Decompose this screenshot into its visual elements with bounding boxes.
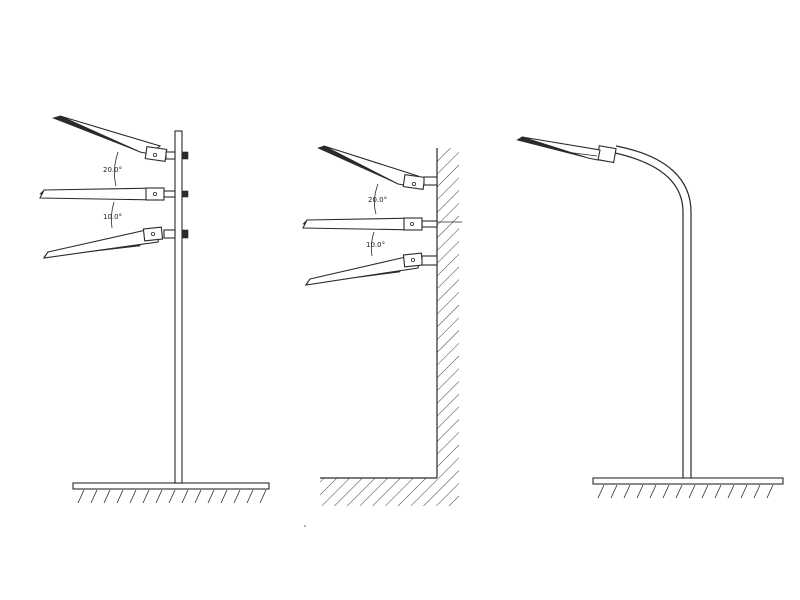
ground-pad: [592, 477, 784, 499]
wall-mount-diagram: 20.0° 10.0°: [302, 145, 462, 506]
lamp-bottom: [42, 226, 189, 259]
arm-mount-diagram: [516, 136, 784, 499]
angle-label-bottom: 10.0°: [103, 213, 122, 221]
curved-pole: [614, 152, 684, 478]
wall: [437, 148, 459, 506]
ground-strip: [320, 477, 437, 506]
lamp-middle: [302, 217, 438, 231]
pole-mount-diagram: 20.0° 10.0°: [39, 115, 270, 504]
lamp-middle: [39, 187, 189, 201]
ground-hatch: [77, 489, 267, 504]
angle-label-top: 20.0°: [368, 196, 387, 204]
ground-pad: [72, 482, 270, 504]
angle-label-bottom: 10.0°: [366, 241, 385, 249]
lamp-top: [317, 145, 438, 190]
lamp-top: [52, 115, 189, 162]
angle-label-top: 20.0°: [103, 166, 122, 174]
lamp-head: [516, 136, 601, 161]
pole: [174, 130, 183, 484]
lamp-bottom: [304, 252, 438, 286]
